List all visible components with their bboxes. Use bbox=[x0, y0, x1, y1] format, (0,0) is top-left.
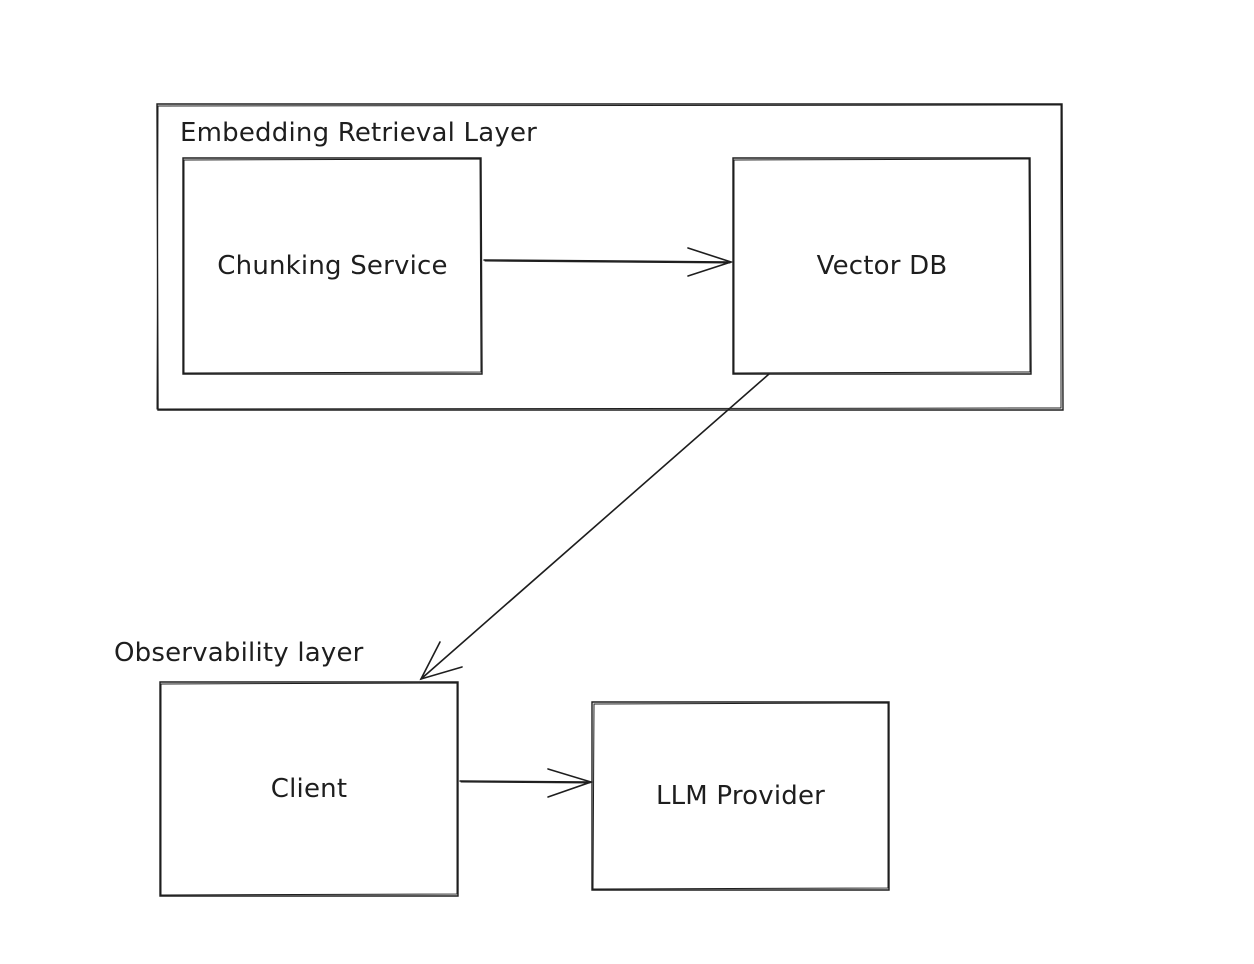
llm-provider-node[interactable]: LLM Provider bbox=[592, 702, 889, 890]
chunking-service-node[interactable]: Chunking Service bbox=[183, 158, 482, 374]
embedding-layer-frame[interactable] bbox=[156, 103, 1064, 411]
arrow-client-to-llm[interactable] bbox=[459, 768, 594, 798]
arrow-chunking-to-vectordb[interactable] bbox=[483, 247, 734, 277]
chunking-service-box[interactable] bbox=[182, 157, 483, 375]
client-node[interactable]: Client bbox=[160, 682, 458, 896]
llm-provider-label: LLM Provider bbox=[655, 781, 826, 811]
embedding-layer-label: Embedding Retrieval Layer bbox=[180, 118, 538, 148]
vector-db-node[interactable]: Vector DB bbox=[733, 158, 1031, 374]
vector-db-label: Vector DB bbox=[816, 251, 948, 281]
arrow-vectordb-to-client[interactable] bbox=[419, 373, 770, 681]
client-box[interactable] bbox=[159, 681, 459, 897]
client-label: Client bbox=[270, 774, 348, 804]
observability-layer-label: Observability layer bbox=[114, 638, 364, 668]
vector-db-box[interactable] bbox=[732, 157, 1032, 375]
llm-provider-box[interactable] bbox=[591, 701, 890, 891]
chunking-service-label: Chunking Service bbox=[217, 251, 448, 281]
